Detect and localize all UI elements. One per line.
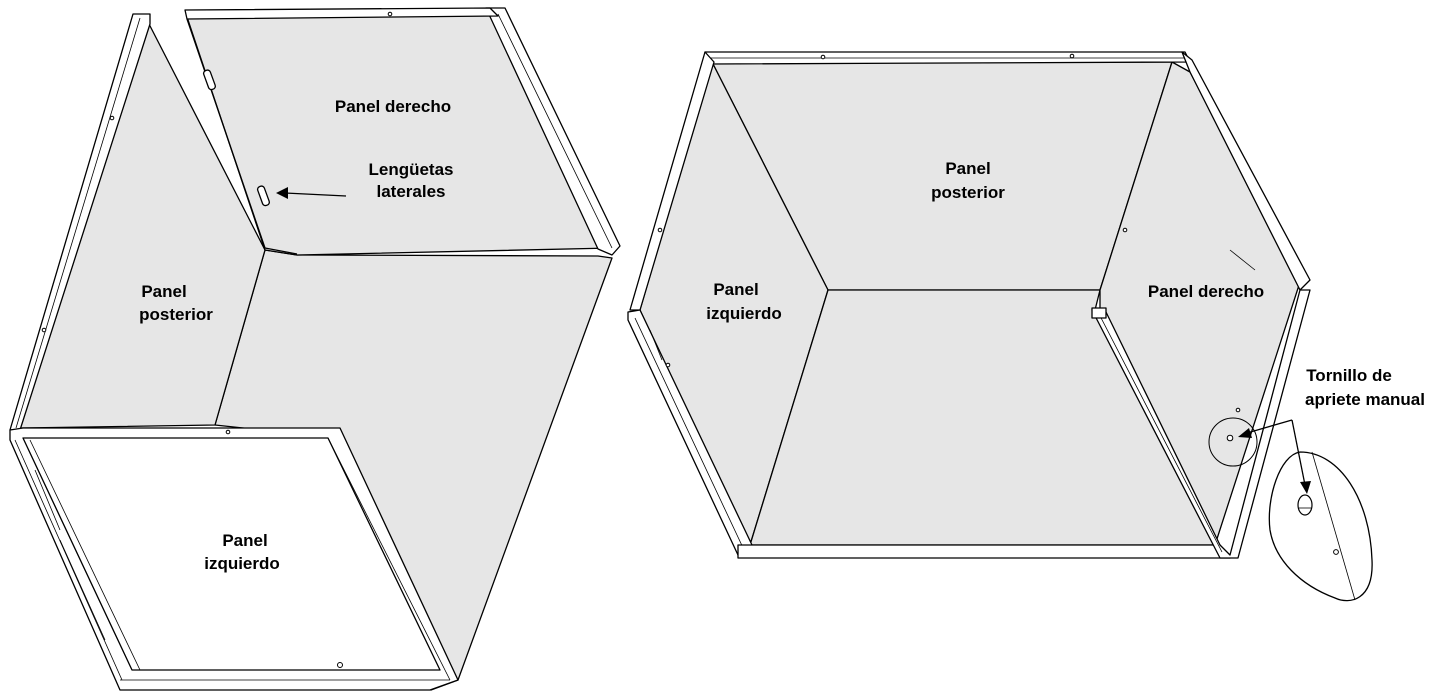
screw-detail-zoom [1268,451,1373,602]
right-view-corner-block [1091,307,1107,319]
screw-detail-circle [1208,417,1258,467]
right-label-left-line1: Panel [713,280,758,299]
left-label-left-line1: Panel [222,531,267,550]
right-label-screw-line2: apriete manual [1305,390,1425,409]
tabs-arrow [276,187,347,199]
left-label-tabs-line1: Lengüetas [368,160,453,179]
thumb-screw-large-icon [1297,494,1313,516]
right-label-right-panel: Panel derecho [1148,282,1264,301]
left-view-top-right-flange [485,7,621,256]
right-view-bottom-frame [737,544,1231,559]
right-label-back-line2: posterior [931,183,1005,202]
right-view-right-post [1091,289,1311,559]
left-view-top-flange [184,7,499,20]
left-exploded-view [9,7,621,691]
right-label-back-line1: Panel [945,159,990,178]
screw-arrows [1238,419,1311,494]
left-label-back-line2: posterior [139,305,213,324]
left-label-right-panel: Panel derecho [335,97,451,116]
side-tab-lower [256,185,270,207]
right-assembled-view [627,51,1373,602]
right-label-screw-line1: Tornillo de [1306,366,1392,385]
left-label-back-line1: Panel [141,282,186,301]
left-label-tabs-line2: laterales [377,182,446,201]
left-view-back-flange [9,13,151,431]
right-view-right-frame [1181,51,1311,291]
right-label-left-line2: izquierdo [706,304,782,323]
side-tab-upper [202,69,216,91]
left-label-left-line2: izquierdo [204,554,280,573]
thumb-screw-small [1226,434,1234,442]
